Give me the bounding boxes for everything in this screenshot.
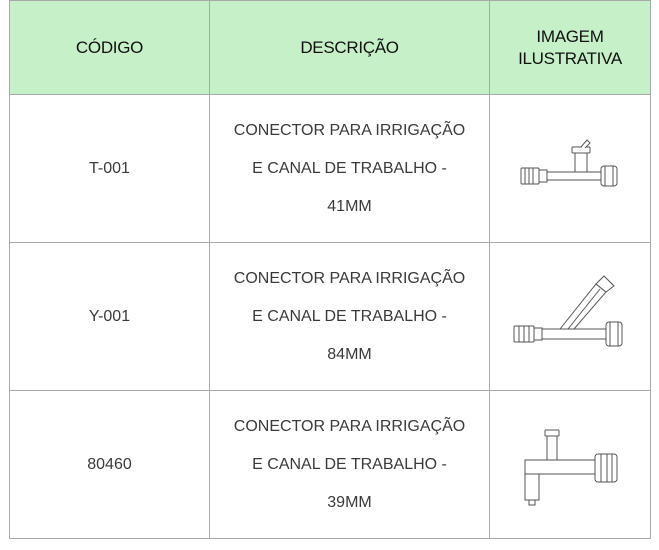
product-table: CÓDIGO DESCRIÇÃO IMAGEM ILUSTRATIVA T-00… xyxy=(9,0,651,539)
cell-code: 80460 xyxy=(9,390,210,539)
table-row: T-001 CONECTOR PARA IRRIGAÇÃO E CANAL DE… xyxy=(9,94,651,243)
header-description: DESCRIÇÃO xyxy=(209,0,490,95)
cell-code: Y-001 xyxy=(9,242,210,391)
cell-description: CONECTOR PARA IRRIGAÇÃO E CANAL DE TRABA… xyxy=(209,242,490,391)
header-row: CÓDIGO DESCRIÇÃO IMAGEM ILUSTRATIVA xyxy=(9,0,651,95)
t-connector-icon xyxy=(520,138,618,186)
y-connector-icon xyxy=(513,274,623,346)
table-row: 80460 CONECTOR PARA IRRIGAÇÃO E CANAL DE… xyxy=(9,390,651,539)
header-image: IMAGEM ILUSTRATIVA xyxy=(489,0,651,95)
cell-description: CONECTOR PARA IRRIGAÇÃO E CANAL DE TRABA… xyxy=(209,94,490,243)
cell-image xyxy=(489,94,651,243)
header-code: CÓDIGO xyxy=(9,0,210,95)
cell-image xyxy=(489,242,651,391)
cell-image xyxy=(489,390,651,539)
cell-description: CONECTOR PARA IRRIGAÇÃO E CANAL DE TRABA… xyxy=(209,390,490,539)
l-connector-icon xyxy=(524,429,618,505)
table-row: Y-001 CONECTOR PARA IRRIGAÇÃO E CANAL DE… xyxy=(9,242,651,391)
cell-code: T-001 xyxy=(9,94,210,243)
